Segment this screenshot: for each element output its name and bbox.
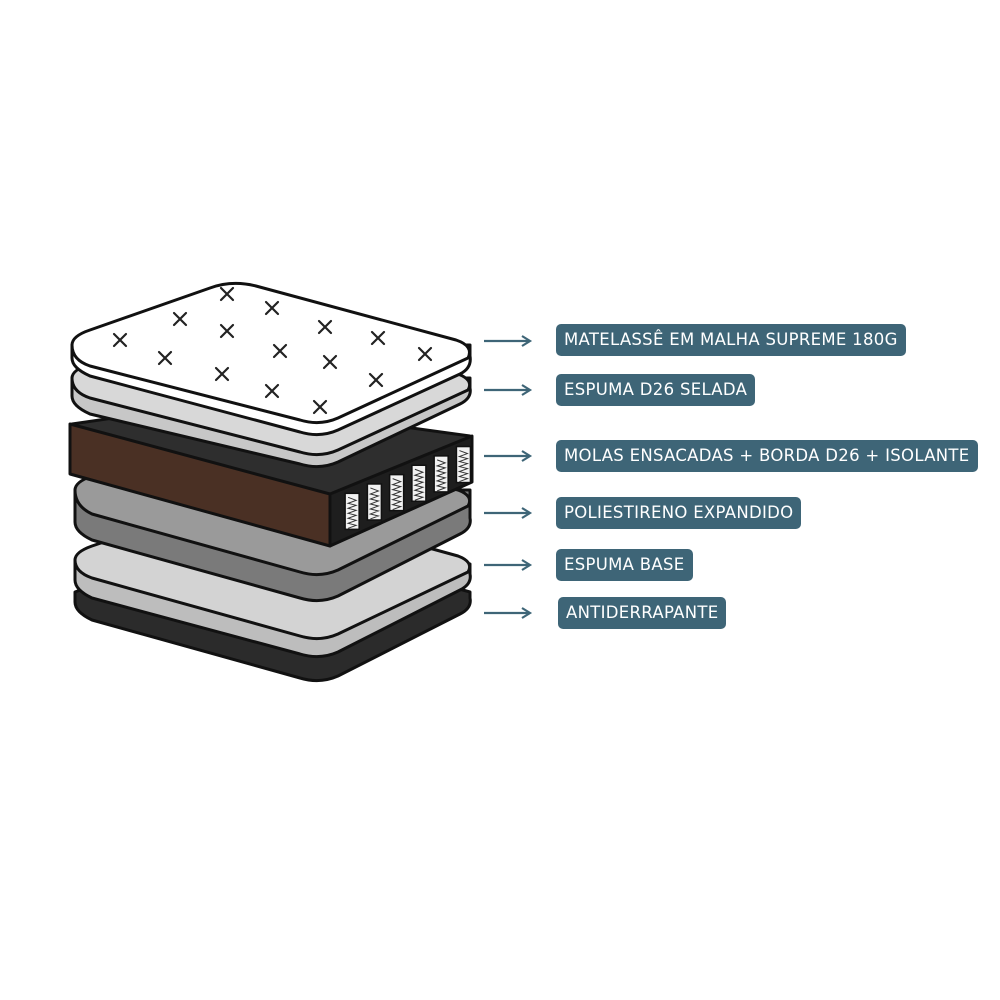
pointer-arrow bbox=[484, 450, 533, 462]
stitch-mark bbox=[417, 346, 433, 362]
spring-pocket bbox=[388, 473, 405, 512]
spring-pocket bbox=[455, 445, 472, 484]
label-base-foam: ESPUMA BASE bbox=[556, 549, 693, 581]
stitch-mark bbox=[172, 311, 188, 327]
stitch-mark bbox=[219, 323, 235, 339]
stitch-mark bbox=[317, 319, 333, 335]
spring-pocket bbox=[433, 455, 449, 493]
stitch-mark bbox=[264, 300, 280, 316]
pointer-arrows bbox=[484, 335, 533, 619]
label-matelasse: MATELASSÊ EM MALHA SUPREME 180G bbox=[556, 324, 906, 356]
stitch-mark bbox=[370, 330, 386, 346]
stitch-mark bbox=[272, 343, 288, 359]
stitch-mark bbox=[368, 372, 384, 388]
spring-pocket bbox=[411, 464, 427, 503]
pointer-arrow bbox=[484, 559, 533, 571]
pointer-arrow bbox=[484, 607, 533, 619]
label-polystyrene: POLIESTIRENO EXPANDIDO bbox=[556, 497, 802, 529]
pointer-arrow bbox=[484, 507, 533, 519]
pointer-arrow bbox=[484, 335, 533, 347]
pointer-arrow bbox=[484, 384, 533, 396]
stitch-mark bbox=[264, 383, 280, 399]
label-antislip: ANTIDERRAPANTE bbox=[558, 597, 727, 629]
spring-pockets bbox=[344, 445, 472, 531]
label-sealed-foam: ESPUMA D26 SELADA bbox=[556, 374, 756, 406]
spring-pocket bbox=[366, 483, 383, 521]
spring-pocket bbox=[344, 492, 360, 531]
layer-quilted-top bbox=[70, 281, 472, 437]
stitch-mark bbox=[157, 350, 173, 366]
stitch-mark bbox=[219, 286, 235, 302]
quilt-stitch-marks bbox=[112, 286, 433, 415]
stitch-mark bbox=[312, 399, 328, 415]
label-pocket-springs: MOLAS ENSACADAS + BORDA D26 + ISOLANTE bbox=[556, 440, 978, 472]
stitch-mark bbox=[214, 366, 230, 382]
stitch-mark bbox=[112, 332, 128, 348]
stitch-mark bbox=[322, 354, 338, 370]
